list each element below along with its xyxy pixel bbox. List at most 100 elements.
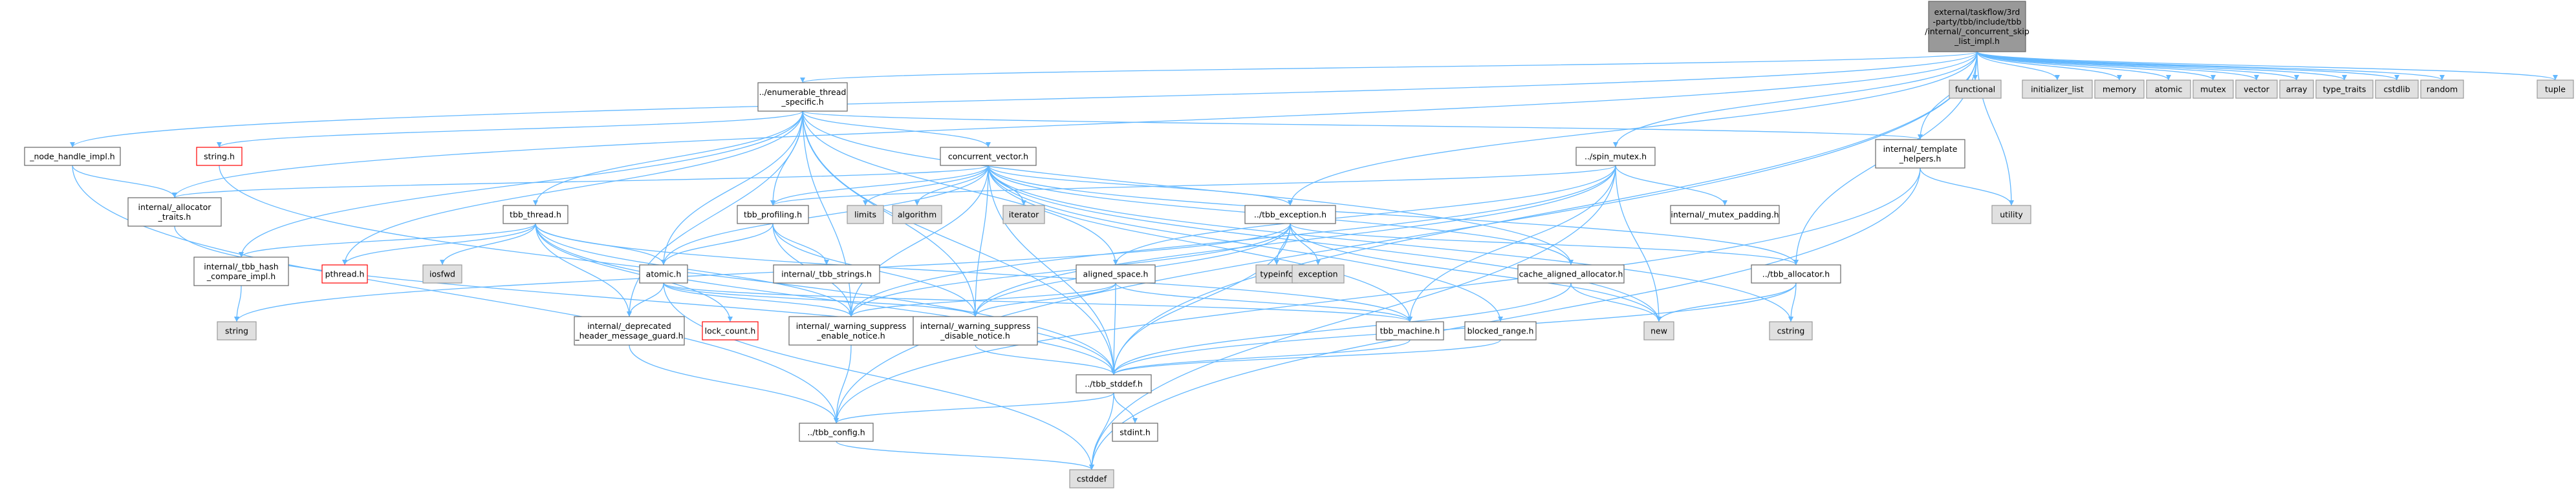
- edge-template-helpers-to-tbb-config: [836, 167, 1921, 424]
- node-box: [940, 147, 1037, 166]
- node-box: [196, 147, 243, 166]
- edge-arrowhead: [770, 200, 775, 205]
- edge-arrowhead: [234, 317, 239, 322]
- node-label: atomic.h: [646, 269, 682, 279]
- node-string-h[interactable]: string.h: [196, 147, 243, 166]
- edge-atomic-h-to-warn-enable: [663, 282, 852, 317]
- edge-cache-aligned-to-tbb-stddef: [1113, 282, 1572, 375]
- edge-tbb-exception-to-warn-enable: [850, 223, 1291, 317]
- node-box: [913, 316, 1038, 346]
- node-iterator[interactable]: iterator: [1002, 205, 1045, 224]
- node-atomic[interactable]: atomic: [2146, 79, 2191, 99]
- node-box: [639, 264, 688, 284]
- node-label: _disable_notice.h: [940, 331, 1010, 341]
- node-atomic-h[interactable]: atomic.h: [639, 264, 688, 284]
- edge-arrowhead: [1111, 370, 1116, 375]
- edge-root-to-tuple: [1976, 51, 2556, 81]
- node-warn-disable[interactable]: internal/_warning_suppress_disable_notic…: [913, 316, 1038, 346]
- node-warn-enable[interactable]: internal/_warning_suppress_enable_notice…: [788, 316, 914, 346]
- node-random[interactable]: random: [2420, 79, 2464, 99]
- node-lock-count[interactable]: lock_count.h: [702, 321, 759, 341]
- node-aligned-space[interactable]: aligned_space.h: [1076, 264, 1156, 284]
- edge-tbb-stddef-to-stdint: [1113, 392, 1136, 424]
- node-tbb-thread[interactable]: tbb_thread.h: [503, 205, 568, 224]
- edge-arrowhead: [2553, 75, 2558, 80]
- node-box: [847, 205, 884, 224]
- node-initializer-list[interactable]: initializer_list: [2022, 79, 2093, 99]
- node-tbb-stddef[interactable]: ../tbb_stddef.h: [1076, 374, 1152, 393]
- node-exception[interactable]: exception: [1292, 264, 1345, 284]
- node-box: [1076, 264, 1156, 284]
- node-box: [1751, 264, 1841, 284]
- edge-cache-aligned-to-new: [1570, 282, 1660, 322]
- node-label: internal/_template: [1883, 144, 1958, 154]
- edge-ets-to-pthread: [344, 110, 803, 266]
- node-box: [2192, 79, 2234, 99]
- node-cstddef[interactable]: cstddef: [1069, 469, 1114, 488]
- node-deprecated-guard[interactable]: internal/_deprecated_header_message_guar…: [574, 316, 685, 346]
- node-type-traits[interactable]: type_traits: [2315, 79, 2374, 99]
- node-tbb-allocator[interactable]: ../tbb_allocator.h: [1751, 264, 1841, 284]
- node-alloc-traits[interactable]: internal/_allocator_traits.h: [127, 197, 222, 227]
- node-limits[interactable]: limits: [847, 205, 884, 224]
- edge-tbb-exception-to-tbb-allocator: [1290, 223, 1797, 266]
- edge-arrowhead: [1407, 317, 1412, 322]
- node-tuple[interactable]: tuple: [2537, 79, 2574, 99]
- edge-blocked-range-to-tbb-stddef: [1113, 339, 1501, 375]
- node-tbb-strings[interactable]: internal/_tbb_strings.h: [773, 264, 880, 284]
- node-spin-mutex[interactable]: ../spin_mutex.h: [1575, 147, 1656, 166]
- node-hash-compare[interactable]: internal/_tbb_hash_compare_impl.h: [193, 257, 289, 286]
- node-algorithm[interactable]: algorithm: [892, 205, 942, 224]
- edge-aligned-space-to-tbb-stddef: [1113, 282, 1116, 375]
- node-label: ../enumerable_thread: [759, 87, 847, 97]
- node-template-helpers[interactable]: internal/_template_helpers.h: [1875, 139, 1965, 169]
- node-functional[interactable]: functional: [1949, 79, 2002, 99]
- node-label: mutex: [2200, 85, 2226, 94]
- node-blocked-range[interactable]: blocked_range.h: [1464, 321, 1537, 341]
- node-box: [503, 205, 568, 224]
- edge-arrowhead: [1274, 260, 1279, 265]
- node-cache-aligned[interactable]: cache_aligned_allocator.h: [1517, 264, 1625, 284]
- node-new[interactable]: new: [1643, 321, 1674, 341]
- node-cstring[interactable]: cstring: [1769, 321, 1813, 341]
- node-tbb-config[interactable]: ../tbb_config.h: [799, 423, 874, 442]
- edge-arrowhead: [440, 260, 445, 265]
- node-vector[interactable]: vector: [2235, 79, 2278, 99]
- node-mutex[interactable]: mutex: [2192, 79, 2234, 99]
- node-tbb-profiling[interactable]: tbb_profiling.h: [737, 205, 809, 224]
- node-node-handle[interactable]: _node_handle_impl.h: [24, 147, 121, 166]
- edge-root-to-node-handle: [72, 51, 1978, 148]
- edge-ets-to-conc-vector: [802, 110, 989, 148]
- node-utility[interactable]: utility: [1991, 205, 2031, 224]
- edge-arrowhead: [728, 317, 733, 322]
- edge-arrowhead: [2166, 75, 2171, 80]
- node-box: [1928, 1, 2026, 52]
- node-stdint[interactable]: stdint.h: [1112, 423, 1158, 442]
- node-memory[interactable]: memory: [2094, 79, 2145, 99]
- edge-tbb-thread-to-tbb-machine: [535, 223, 1411, 322]
- node-box: [757, 82, 848, 112]
- edge-arrowhead: [849, 311, 854, 317]
- edge-arrowhead: [1498, 317, 1503, 322]
- node-string[interactable]: string: [217, 321, 257, 341]
- node-box: [1643, 321, 1674, 341]
- node-root[interactable]: external/taskflow/3rd-party/tbb/include/…: [1925, 1, 2029, 52]
- node-box: [773, 264, 880, 284]
- node-tbb-exception[interactable]: ../tbb_exception.h: [1244, 205, 1336, 224]
- node-iosfwd[interactable]: iosfwd: [422, 264, 462, 284]
- node-box: [2315, 79, 2374, 99]
- edge-conc-vector-to-cstring: [988, 165, 1791, 322]
- node-cstdlib[interactable]: cstdlib: [2375, 79, 2419, 99]
- node-box: [1464, 321, 1537, 341]
- node-tbb-machine[interactable]: tbb_machine.h: [1376, 321, 1444, 341]
- node-ets[interactable]: ../enumerable_thread_specific.h: [757, 82, 848, 112]
- edge-aligned-space-to-warn-enable: [850, 282, 1116, 317]
- node-array[interactable]: array: [2279, 79, 2314, 99]
- node-label: concurrent_vector.h: [948, 152, 1028, 162]
- edge-root-to-initializer-list: [1976, 51, 2058, 81]
- node-typeinfo[interactable]: typeinfo: [1255, 264, 1298, 284]
- node-pthread[interactable]: pthread.h: [321, 264, 368, 284]
- node-conc-vector[interactable]: concurrent_vector.h: [940, 147, 1037, 166]
- node-mutex-padding[interactable]: internal/_mutex_padding.h: [1670, 205, 1780, 224]
- node-label: _helpers.h: [1899, 154, 1942, 163]
